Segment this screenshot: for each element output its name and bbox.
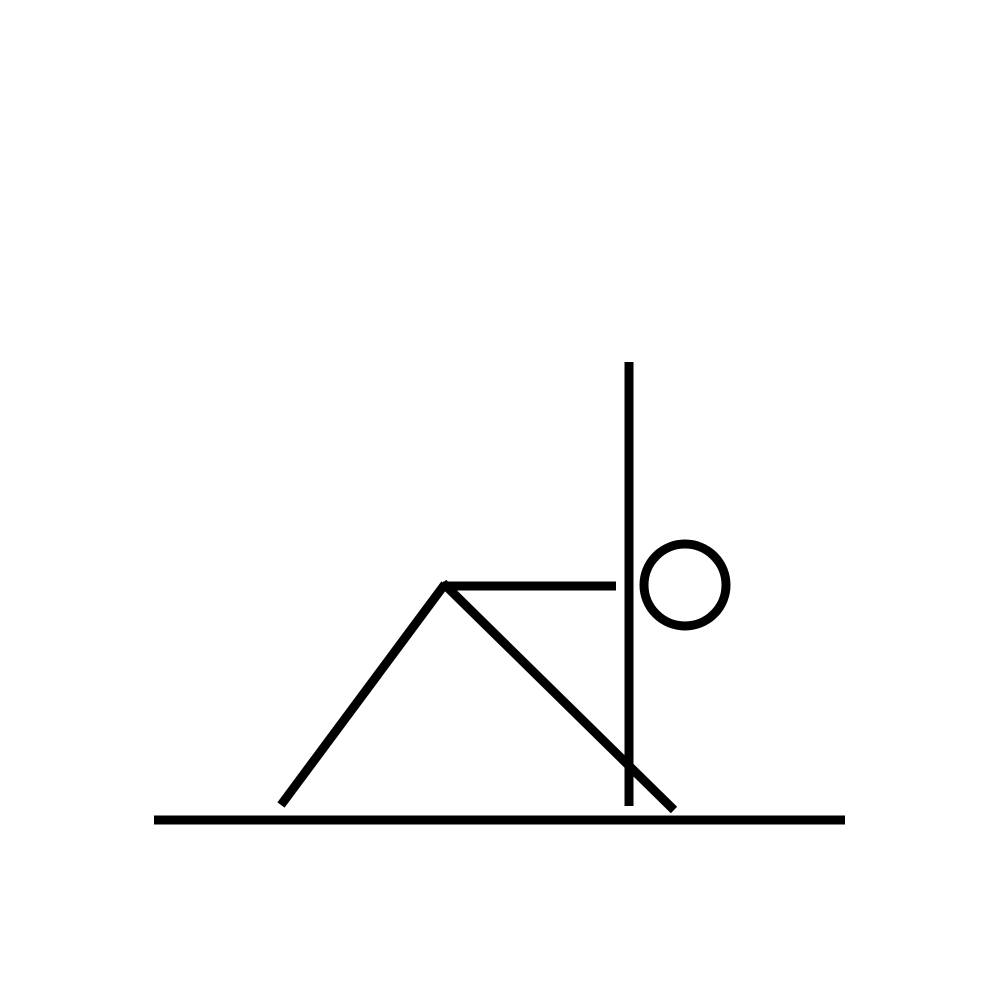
right-diagonal-line	[439, 579, 678, 814]
left-leg-line	[277, 581, 449, 808]
head-circle	[639, 539, 731, 631]
